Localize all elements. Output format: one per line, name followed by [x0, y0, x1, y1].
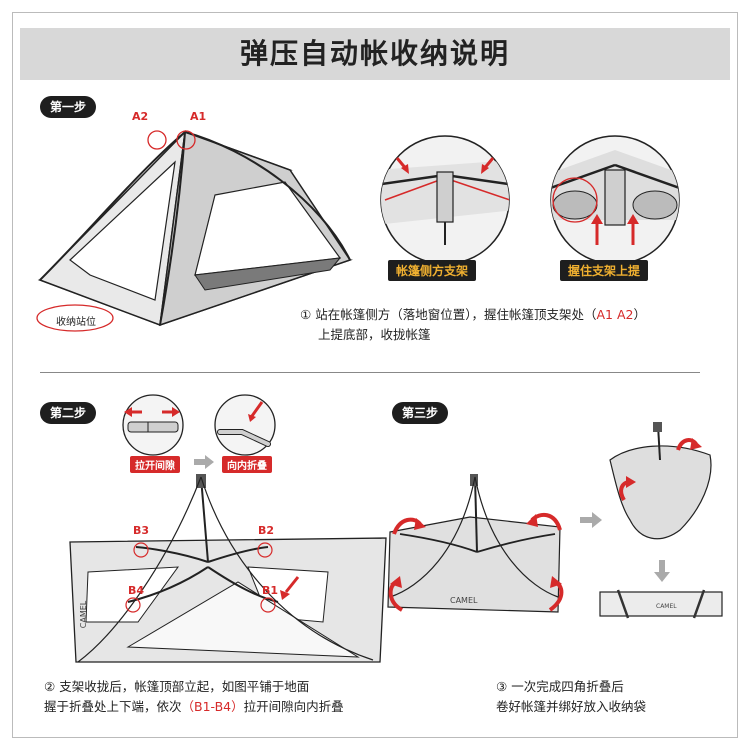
- pull-gap-detail: [122, 394, 184, 456]
- step1-note-line1a: 站在帐篷侧方（落地窗位置），握住帐篷顶支架处（: [315, 307, 597, 322]
- title-bar: 弹压自动帐收纳说明: [20, 28, 730, 80]
- step1-note: ① 站在帐篷侧方（落地窗位置），握住帐篷顶支架处（A1 A2） 上提底部，收拢帐…: [300, 305, 646, 345]
- brand-logo-step3: CAMEL: [450, 596, 478, 605]
- step1-note-line2: 上提底部，收拢帐篷: [318, 327, 431, 342]
- step1-note-highlight: A1 A2: [596, 307, 634, 322]
- marker-b2: B2: [258, 524, 275, 537]
- step3-note-num: ③: [496, 679, 508, 694]
- step2-note-highlight: （B1-B4）: [181, 699, 244, 714]
- step2-note-num: ②: [44, 679, 56, 694]
- marker-a1: A1: [190, 110, 207, 123]
- svg-text:CAMEL: CAMEL: [656, 603, 677, 610]
- detail-side-frame: [380, 135, 510, 265]
- step2-note-line2b: 拉开间隙向内折叠: [243, 699, 344, 714]
- step1-note-num: ①: [300, 307, 312, 322]
- arrow-right-icon: [194, 455, 214, 469]
- marker-a2: A2: [132, 110, 149, 123]
- label-fold-inward: 向内折叠: [222, 456, 272, 473]
- step3-note-line1: 一次完成四角折叠后: [511, 679, 624, 694]
- step1-note-line1b: ）: [633, 307, 646, 322]
- step2-note: ② 支架收拢后，帐篷顶部立起，如图平铺于地面 握于折叠处上下端，依次（B1-B4…: [44, 677, 344, 717]
- label-lift-frame: 握住支架上提: [560, 260, 649, 281]
- page-title: 弹压自动帐收纳说明: [239, 37, 510, 70]
- arrow-right-icon: [580, 512, 602, 528]
- marker-b3: B3: [133, 524, 150, 537]
- label-side-frame: 帐篷侧方支架: [388, 260, 477, 281]
- step3-note-line2: 卷好帐篷并绑好放入收纳袋: [496, 699, 647, 714]
- step2-badge: 第二步: [40, 402, 97, 424]
- fold-inward-detail: [214, 394, 276, 456]
- step3-badge: 第三步: [392, 402, 449, 424]
- marker-b1: B1: [262, 584, 279, 597]
- step2-note-line2a: 握于折叠处上下端，依次: [44, 699, 182, 714]
- step3-bundled-tent: [609, 422, 712, 540]
- step1-tent-illustration: [36, 129, 353, 332]
- page-frame: [12, 12, 738, 738]
- marker-b4: B4: [128, 584, 145, 597]
- step3-note: ③ 一次完成四角折叠后 卷好帐篷并绑好放入收纳袋: [496, 677, 646, 717]
- step2-note-line1: 支架收拢后，帐篷顶部立起，如图平铺于地面: [59, 679, 310, 694]
- step2-flat-tent: [69, 474, 387, 663]
- step1-badge: 第一步: [40, 96, 97, 118]
- brand-logo-step2: CAMEL: [79, 600, 89, 629]
- section-divider: [40, 372, 700, 373]
- label-pull-gap: 拉开间隙: [130, 456, 180, 473]
- detail-lift-frame: [550, 135, 680, 265]
- storage-bag: CAMEL: [599, 589, 723, 619]
- arrow-down-icon: [654, 560, 670, 582]
- stand-position-label: 收纳站位: [56, 317, 96, 328]
- step3-folding-tent: [387, 474, 564, 613]
